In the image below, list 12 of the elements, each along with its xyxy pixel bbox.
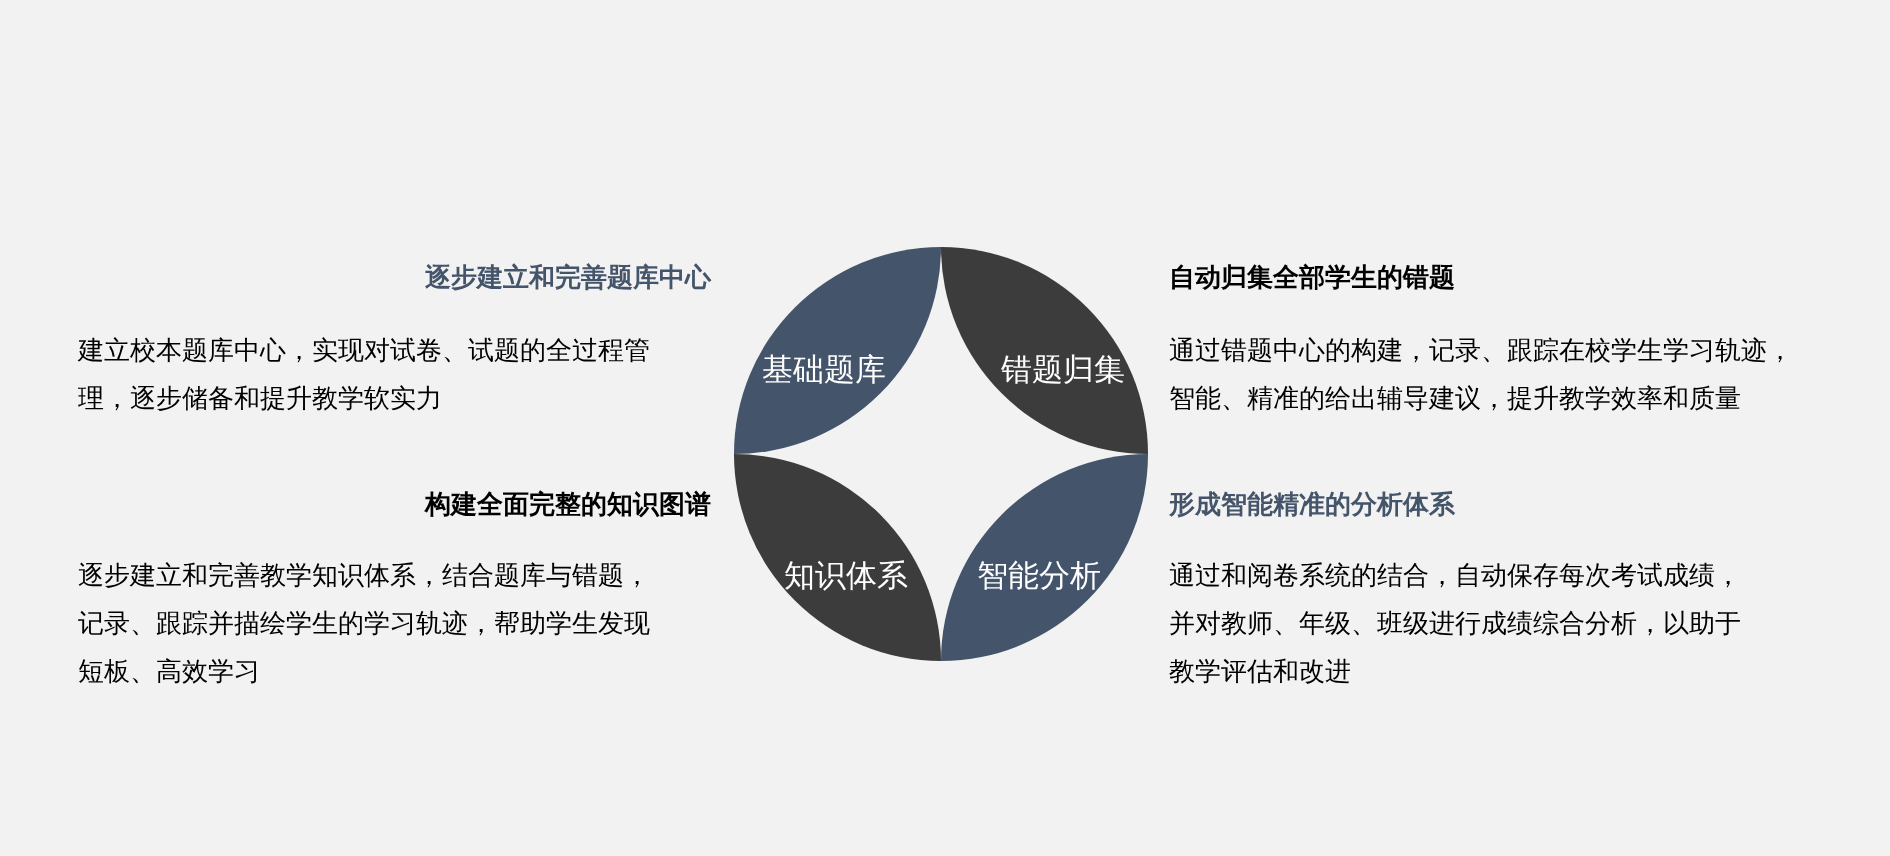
description-text: 通过和阅卷系统的结合，自动保存每次考试成绩，并对教师、年级、班级进行成绩综合分析，以助于教学评估和改进 (1169, 559, 1742, 688)
description-text: 通过错题中心的构建，记录、跟踪在校学生学习轨迹，智能、精准的给出辅导建议，提升教学效率和质量 (1169, 334, 1794, 415)
heading: 构建全面完整的知识图谱 (425, 488, 711, 521)
heading: 形成智能精准的分析体系 (1169, 488, 1455, 521)
heading: 逐步建立和完善题库中心 (425, 261, 711, 294)
petal-segment: 知识体系 (734, 454, 941, 661)
petal-segment: 错题归集 (941, 247, 1148, 454)
petal-segment: 智能分析 (941, 454, 1148, 661)
description-text: 逐步建立和完善教学知识体系，结合题库与错题，记录、跟踪并描绘学生的学习轨迹，帮助学生发现短板、高效学习 (78, 559, 651, 688)
heading: 自动归集全部学生的错题 (1169, 261, 1455, 294)
description-text: 建立校本题库中心，实现对试卷、试题的全过程管理，逐步储备和提升教学软实力 (78, 334, 651, 415)
petal-segment: 基础题库 (734, 247, 941, 454)
